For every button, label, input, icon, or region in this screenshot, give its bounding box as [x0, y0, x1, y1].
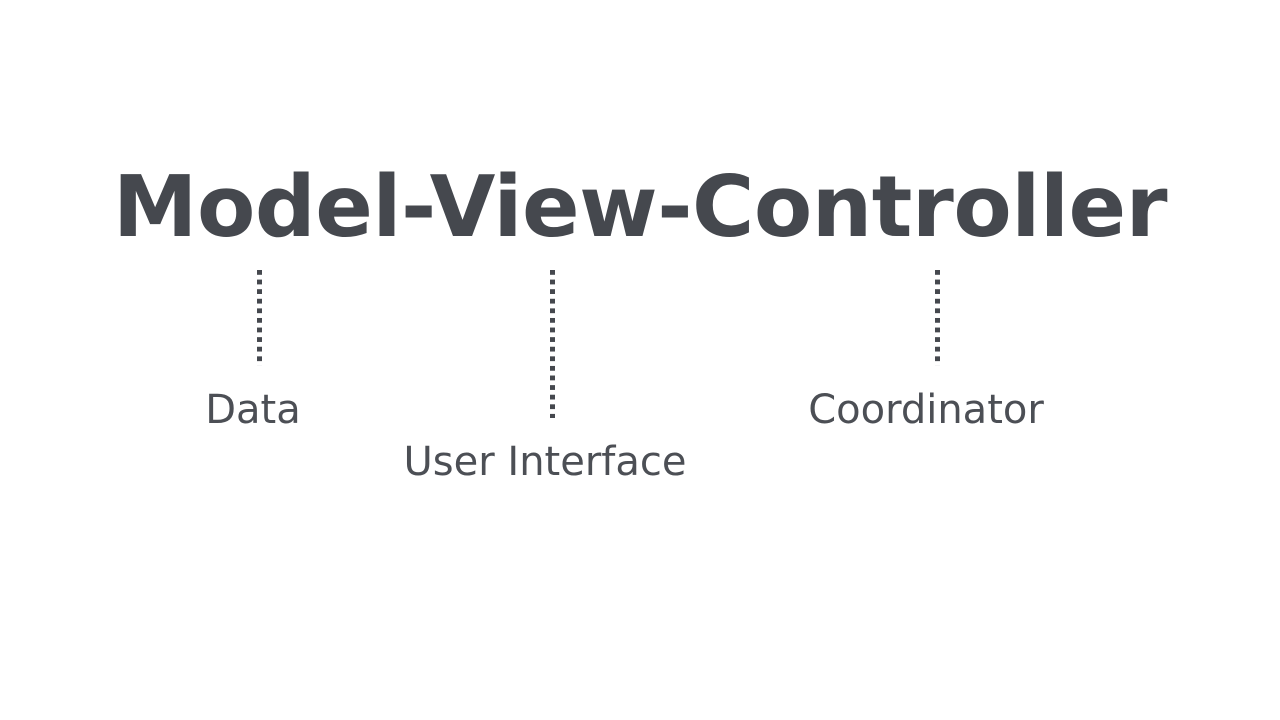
node-label-model: Data [205, 387, 301, 433]
connector-view [549, 270, 555, 418]
page-title: Model-View-Controller [112, 158, 1168, 257]
node-label-view: User Interface [403, 439, 687, 485]
connector-model [256, 270, 262, 366]
connector-controller [934, 270, 940, 366]
node-label-controller: Coordinator [808, 387, 1044, 433]
